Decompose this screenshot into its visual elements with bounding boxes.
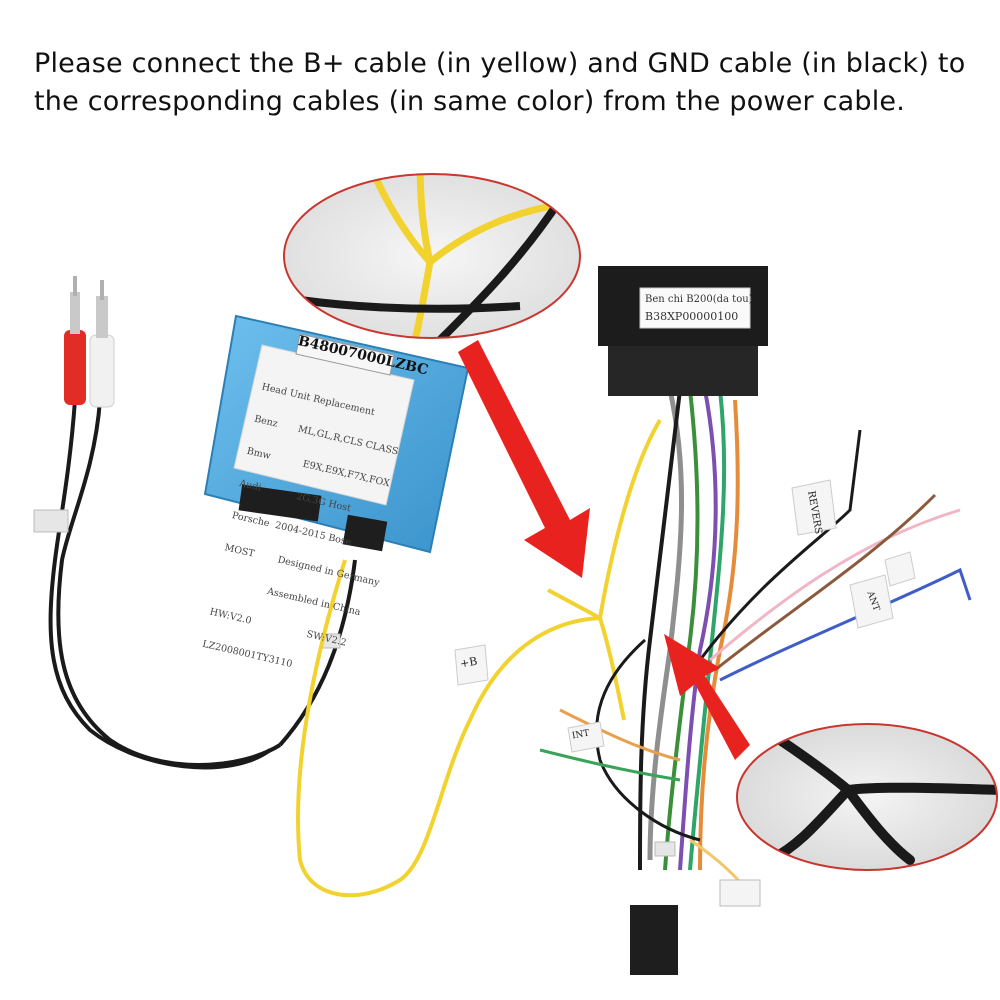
module-sw-version: SW:V2.2 xyxy=(305,628,348,649)
instruction-line-1: Please connect the B+ cable (in yellow) … xyxy=(34,48,966,79)
wire-tags xyxy=(454,479,916,857)
vehicle-connector xyxy=(598,266,768,396)
callout-yellow-splice xyxy=(283,173,581,339)
connector-label-line-2: B38XP00000100 xyxy=(645,310,739,323)
canbus-decoder-module xyxy=(203,314,470,554)
yellow-b-plus-wire xyxy=(296,559,601,898)
white-connector xyxy=(719,879,761,907)
red-arrows xyxy=(458,340,750,760)
callout-black-splice xyxy=(736,723,998,871)
module-hw-version: HW:V2.0 xyxy=(208,606,253,627)
rca-connectors xyxy=(33,276,282,770)
connector-label-line-1: Ben chi B200(da tou) xyxy=(645,294,753,305)
black-plug xyxy=(630,905,678,975)
instruction-line-2: the corresponding cables (in same color)… xyxy=(34,86,906,117)
